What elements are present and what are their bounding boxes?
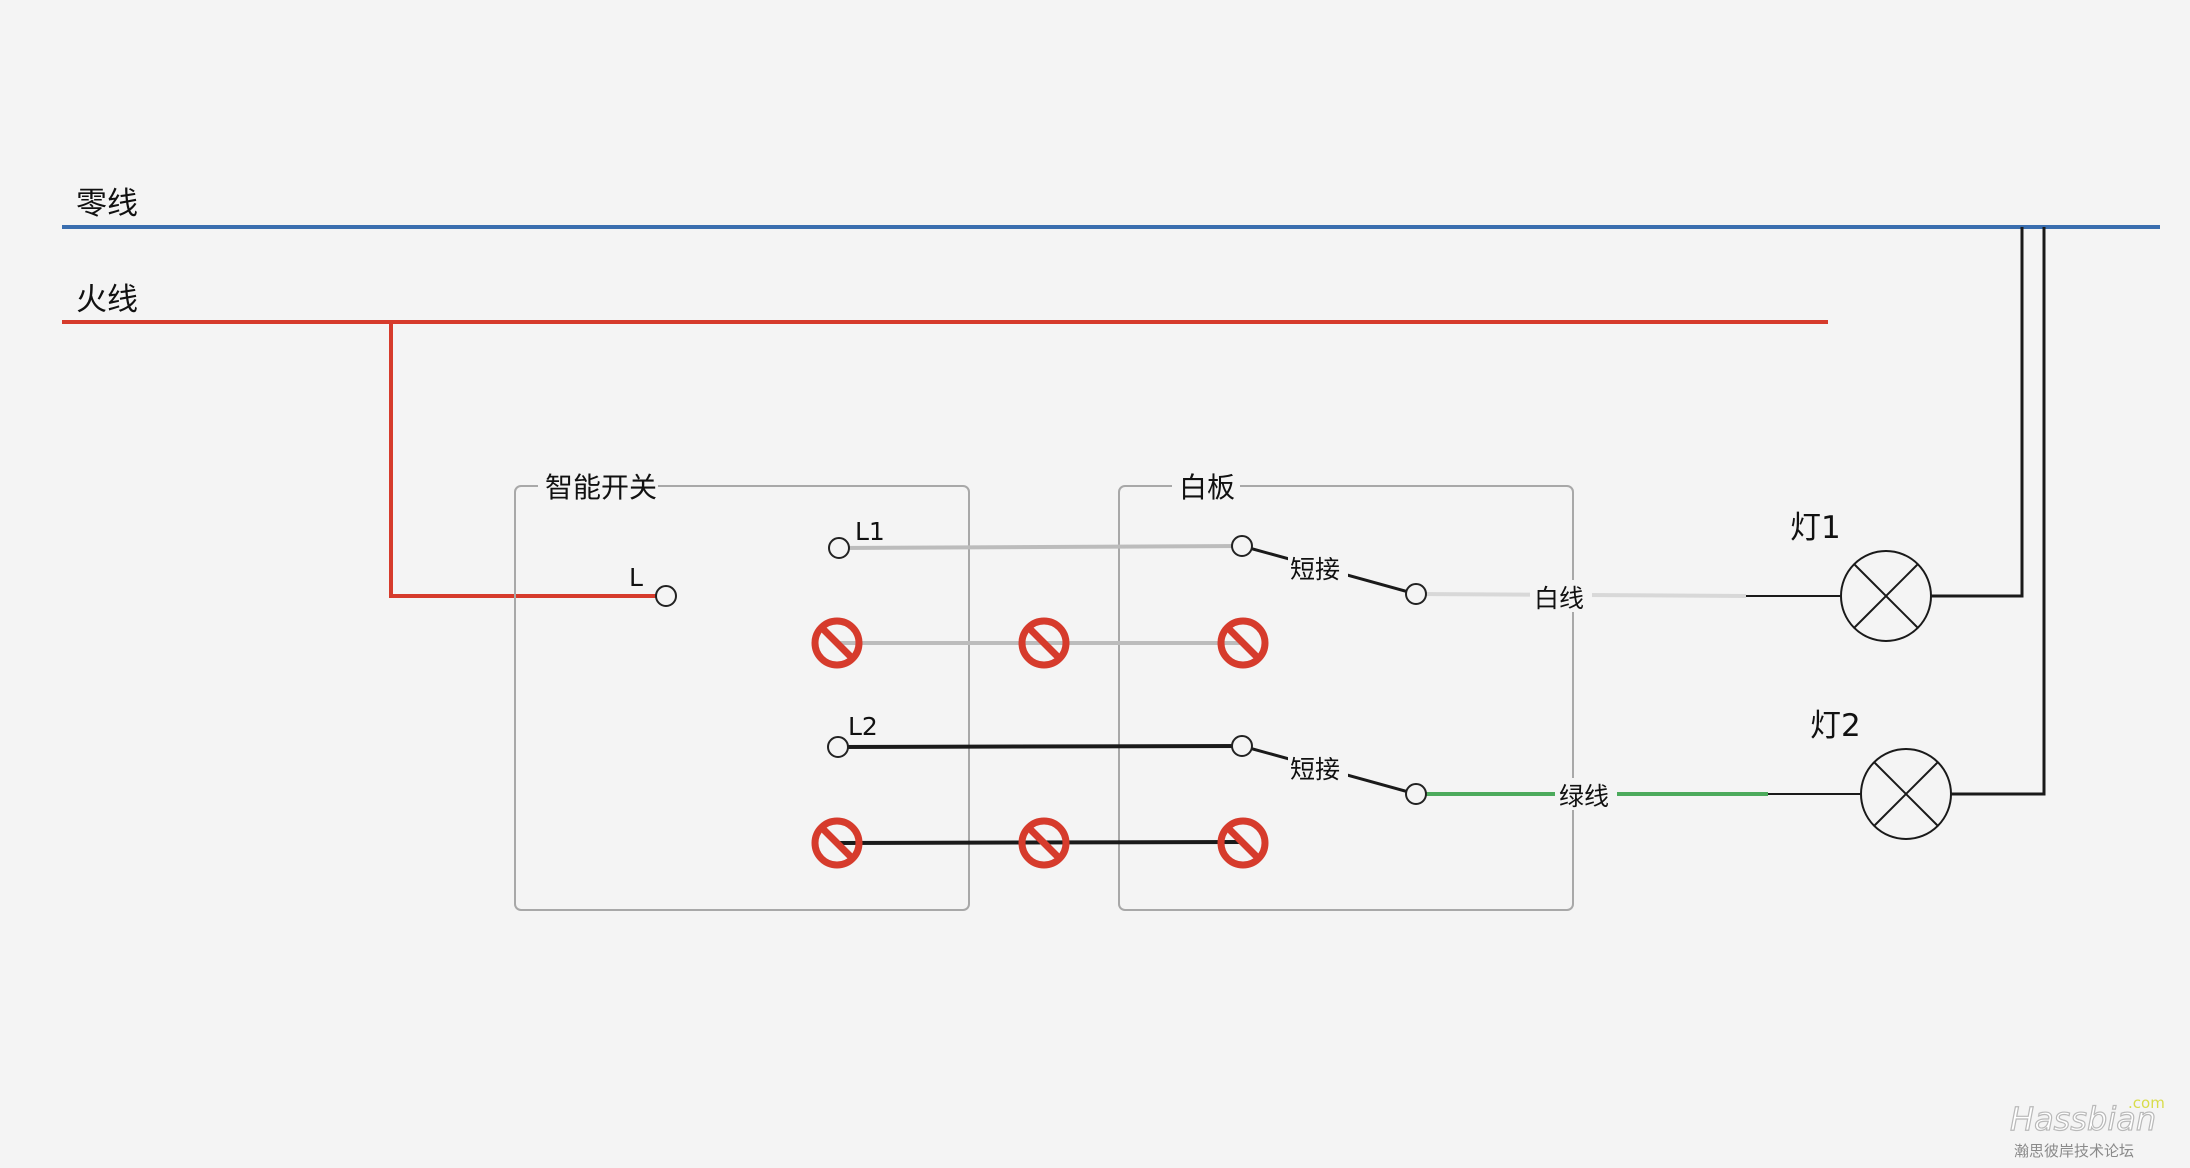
terminal-l1-label: L1: [855, 517, 885, 546]
no-icon: [1018, 617, 1070, 669]
smart-switch-box: [514, 485, 970, 911]
no-icon: [1217, 817, 1269, 869]
terminal-l2-connector: [827, 736, 849, 758]
board-out-2-connector: [1405, 783, 1427, 805]
short-label-1: 短接: [1290, 555, 1340, 584]
watermark-subtitle: 瀚思彼岸技术论坛: [2014, 1142, 2134, 1160]
no-icon: [1018, 817, 1070, 869]
watermark-brand: Hassbian: [2010, 1100, 2156, 1138]
no-icon: [1217, 617, 1269, 669]
smart-switch-title: 智能开关: [545, 471, 657, 504]
live-label: 火线: [76, 282, 138, 318]
lamp2-neutral-return: [1951, 227, 2046, 796]
lamp2-label: 灯2: [1810, 708, 1861, 744]
lamp-icon: [1840, 550, 1932, 642]
board-in-1-connector: [1231, 535, 1253, 557]
live-wire: [62, 320, 1828, 598]
terminal-l2-label: L2: [848, 712, 878, 741]
green-wire-label: 绿线: [1559, 782, 1609, 811]
terminal-l1-connector: [828, 537, 850, 559]
l1-wire: [839, 544, 1243, 550]
neutral-label: 零线: [76, 186, 138, 222]
short-label-2: 短接: [1290, 755, 1340, 784]
lamp-icon: [1860, 748, 1952, 840]
white-board-title: 白板: [1179, 471, 1235, 504]
board-in-2-connector: [1231, 735, 1253, 757]
terminal-l-label: L: [629, 563, 643, 592]
lamp1-neutral-return: [1931, 227, 2024, 598]
no-icon: [811, 817, 863, 869]
board-out-1-connector: [1405, 583, 1427, 605]
white-board-box: [1118, 485, 1574, 911]
watermark: Hassbian .com 瀚思彼岸技术论坛: [2009, 1094, 2165, 1160]
watermark-suffix: .com: [2128, 1094, 2165, 1112]
lamp1-label: 灯1: [1790, 510, 1841, 546]
l2-wire: [837, 744, 1243, 749]
no-icon: [811, 617, 863, 669]
white-wire-label: 白线: [1534, 584, 1584, 613]
terminal-l-connector: [655, 585, 677, 607]
